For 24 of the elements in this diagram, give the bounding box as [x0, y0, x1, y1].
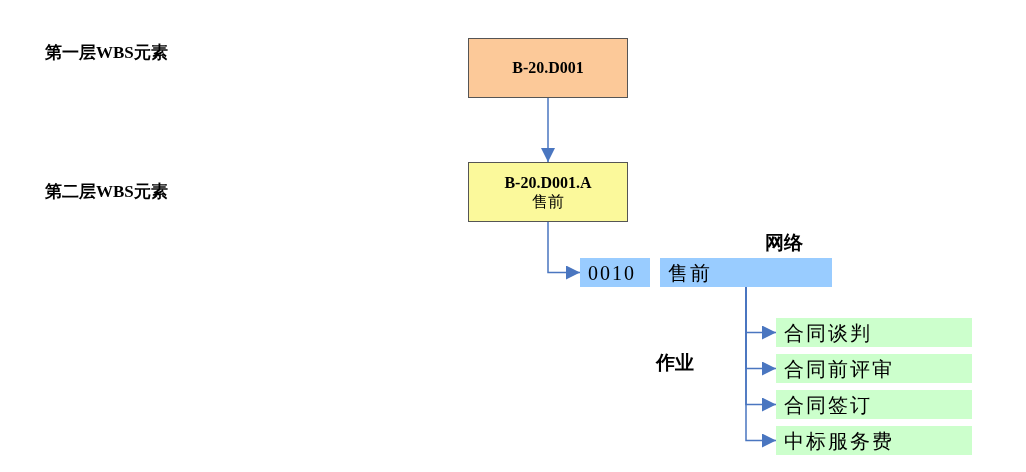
- box-label: 0010: [588, 260, 636, 285]
- activity-box: [776, 318, 972, 347]
- network-box: [660, 258, 832, 287]
- box-label: 售前: [668, 260, 712, 285]
- box-label: 合同签订: [784, 392, 872, 417]
- arrow: [541, 97, 555, 163]
- box-label: 售前: [532, 192, 564, 212]
- activity-heading: 作业: [656, 351, 694, 375]
- activity-box: [776, 354, 972, 383]
- level-label: 第一层WBS元素: [45, 42, 168, 64]
- activity-box: [776, 426, 972, 455]
- box-label: B-20.D001.A: [504, 172, 592, 192]
- box-label: 合同谈判: [784, 320, 872, 345]
- network-box: [580, 258, 650, 287]
- wbs-element-box: [468, 162, 628, 222]
- network-heading: 网络: [765, 231, 803, 255]
- wbs-element-box: [468, 38, 628, 98]
- box-label: 合同前评审: [784, 356, 894, 381]
- box-label: B-20.D001: [512, 58, 584, 78]
- level-label: 第二层WBS元素: [45, 181, 168, 203]
- activity-box: [776, 390, 972, 419]
- arrow: [745, 286, 777, 448]
- arrow: [547, 221, 581, 280]
- box-label: 中标服务费: [784, 428, 894, 453]
